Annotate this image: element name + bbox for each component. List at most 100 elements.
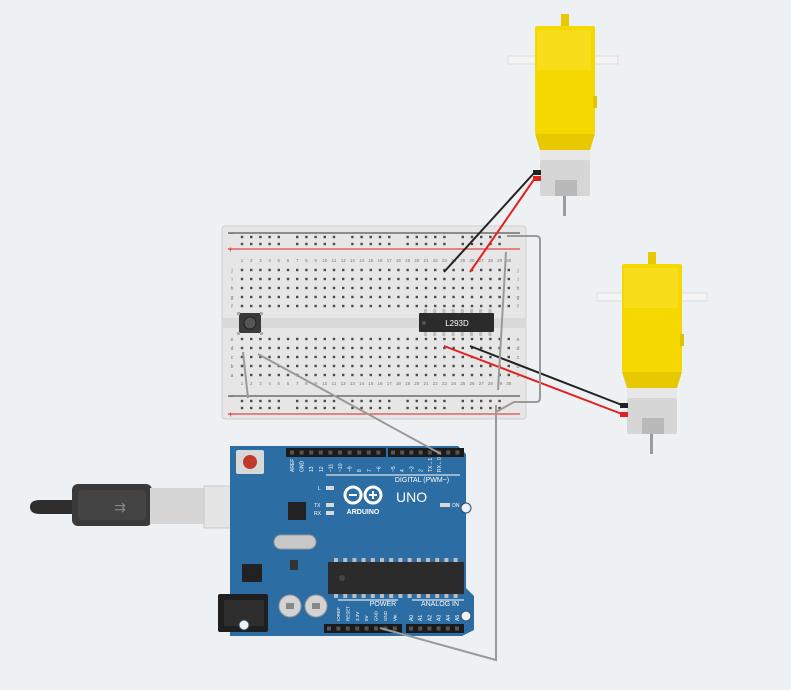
breadboard-hole[interactable] <box>378 337 382 341</box>
breadboard-hole[interactable] <box>351 373 354 377</box>
breadboard-hole[interactable] <box>507 346 510 350</box>
rail-hole[interactable] <box>369 242 372 246</box>
breadboard-hole[interactable] <box>250 346 253 350</box>
breadboard-hole[interactable] <box>268 304 271 308</box>
breadboard-hole[interactable] <box>314 355 317 359</box>
rail-hole[interactable] <box>480 406 483 410</box>
breadboard[interactable]: − + − + 11223344556677889910101111121213… <box>221 225 527 420</box>
rail-hole[interactable] <box>277 242 280 246</box>
rail-hole[interactable] <box>434 399 437 403</box>
breadboard-hole[interactable] <box>498 277 501 281</box>
breadboard-hole[interactable] <box>369 304 372 308</box>
rail-hole[interactable] <box>296 242 299 246</box>
breadboard-hole[interactable] <box>489 337 492 341</box>
breadboard-hole[interactable] <box>480 295 483 299</box>
breadboard-hole[interactable] <box>489 364 492 368</box>
breadboard-hole[interactable] <box>461 295 464 299</box>
rail-hole[interactable] <box>388 235 391 239</box>
breadboard-hole[interactable] <box>259 277 262 281</box>
rail-hole[interactable] <box>434 242 437 246</box>
breadboard-hole[interactable] <box>489 304 492 308</box>
rail-hole[interactable] <box>250 406 253 410</box>
breadboard-hole[interactable] <box>461 268 464 272</box>
breadboard-hole[interactable] <box>305 295 308 299</box>
breadboard-hole[interactable] <box>360 268 363 272</box>
rail-hole[interactable] <box>351 399 354 403</box>
breadboard-hole[interactable] <box>332 286 336 290</box>
breadboard-hole[interactable] <box>240 277 244 281</box>
breadboard-hole[interactable] <box>480 373 483 377</box>
breadboard-hole[interactable] <box>480 277 483 281</box>
dc-motor-top[interactable] <box>507 14 619 216</box>
breadboard-hole[interactable] <box>342 355 345 359</box>
rail-hole[interactable] <box>240 399 244 403</box>
breadboard-hole[interactable] <box>314 295 317 299</box>
breadboard-hole[interactable] <box>470 373 474 377</box>
breadboard-hole[interactable] <box>443 355 446 359</box>
rail-hole[interactable] <box>351 235 354 239</box>
breadboard-hole[interactable] <box>443 337 446 341</box>
rail-hole[interactable] <box>332 406 336 410</box>
breadboard-hole[interactable] <box>507 355 510 359</box>
rail-hole[interactable] <box>470 235 474 239</box>
breadboard-hole[interactable] <box>259 346 262 350</box>
breadboard-hole[interactable] <box>286 346 290 350</box>
rail-hole[interactable] <box>360 242 363 246</box>
rail-hole[interactable] <box>424 242 428 246</box>
breadboard-hole[interactable] <box>434 286 437 290</box>
breadboard-hole[interactable] <box>250 277 253 281</box>
breadboard-hole[interactable] <box>406 268 409 272</box>
breadboard-hole[interactable] <box>323 337 326 341</box>
breadboard-hole[interactable] <box>342 277 345 281</box>
breadboard-hole[interactable] <box>480 286 483 290</box>
breadboard-hole[interactable] <box>452 295 455 299</box>
breadboard-hole[interactable] <box>378 355 382 359</box>
breadboard-hole[interactable] <box>250 337 253 341</box>
rail-hole[interactable] <box>480 399 483 403</box>
breadboard-hole[interactable] <box>415 295 418 299</box>
breadboard-hole[interactable] <box>305 337 308 341</box>
breadboard-hole[interactable] <box>323 286 326 290</box>
breadboard-hole[interactable] <box>461 346 464 350</box>
rail-hole[interactable] <box>378 242 382 246</box>
rail-hole[interactable] <box>277 399 280 403</box>
breadboard-hole[interactable] <box>415 304 418 308</box>
rail-hole[interactable] <box>240 235 244 239</box>
breadboard-hole[interactable] <box>388 268 391 272</box>
breadboard-hole[interactable] <box>424 268 428 272</box>
breadboard-hole[interactable] <box>378 304 382 308</box>
rail-hole[interactable] <box>305 242 308 246</box>
breadboard-hole[interactable] <box>323 277 326 281</box>
breadboard-hole[interactable] <box>360 373 363 377</box>
rail-hole[interactable] <box>323 399 326 403</box>
breadboard-hole[interactable] <box>360 364 363 368</box>
rail-hole[interactable] <box>259 406 262 410</box>
wires[interactable] <box>242 171 623 662</box>
breadboard-hole[interactable] <box>452 268 455 272</box>
breadboard-hole[interactable] <box>507 373 510 377</box>
breadboard-hole[interactable] <box>434 268 437 272</box>
breadboard-hole[interactable] <box>286 295 290 299</box>
breadboard-hole[interactable] <box>369 346 372 350</box>
breadboard-hole[interactable] <box>498 304 501 308</box>
breadboard-hole[interactable] <box>268 337 271 341</box>
rail-hole[interactable] <box>461 399 464 403</box>
breadboard-hole[interactable] <box>351 355 354 359</box>
rail-hole[interactable] <box>461 242 464 246</box>
rail-hole[interactable] <box>332 235 336 239</box>
breadboard-hole[interactable] <box>415 364 418 368</box>
breadboard-hole[interactable] <box>507 304 510 308</box>
breadboard-hole[interactable] <box>305 268 308 272</box>
rail-hole[interactable] <box>369 406 372 410</box>
breadboard-hole[interactable] <box>443 373 446 377</box>
breadboard-hole[interactable] <box>507 295 510 299</box>
rail-hole[interactable] <box>250 399 253 403</box>
breadboard-hole[interactable] <box>406 286 409 290</box>
breadboard-hole[interactable] <box>461 355 464 359</box>
rail-hole[interactable] <box>489 406 492 410</box>
breadboard-hole[interactable] <box>397 268 400 272</box>
arduino-uno-board[interactable]: ⇉ <box>30 446 474 636</box>
breadboard-hole[interactable] <box>240 268 244 272</box>
breadboard-hole[interactable] <box>259 304 262 308</box>
breadboard-hole[interactable] <box>424 337 428 341</box>
